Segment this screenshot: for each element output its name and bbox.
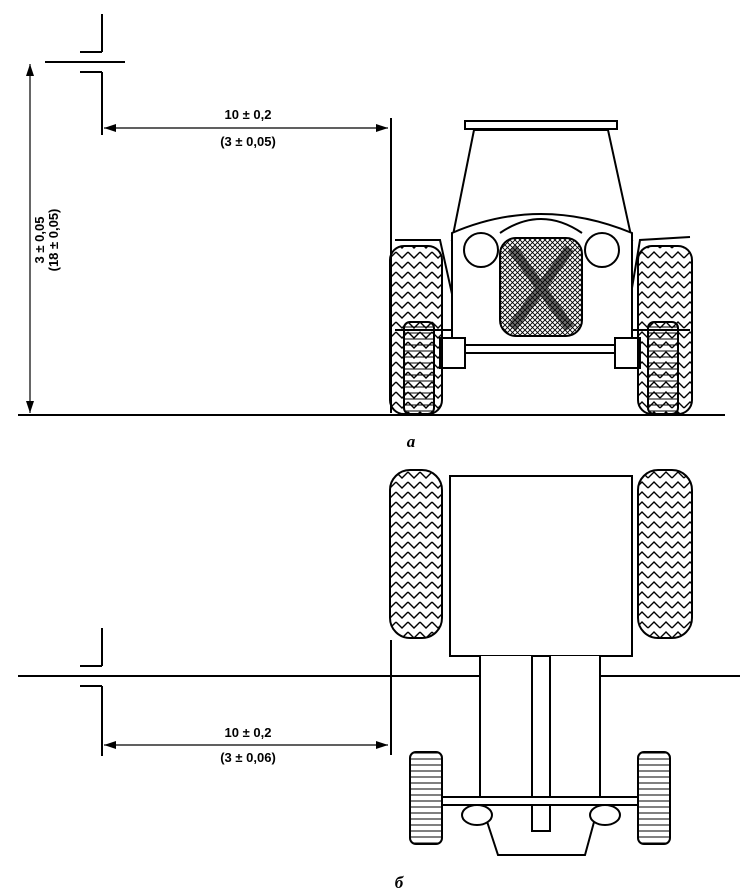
front-view: 3 ± 0,05 (18 ± 0,05) 10 ± 0,2 (3 ± 0,05) (18, 14, 725, 451)
tractor-front-illustration (389, 120, 693, 415)
horizontal-dimension-top: 10 ± 0,2 (3 ± 0,06) (104, 640, 392, 765)
vertical-dim-alt: (18 ± 0,05) (46, 209, 61, 272)
front-dim-alt: (3 ± 0,05) (220, 134, 276, 149)
top-dim-alt: (3 ± 0,06) (220, 750, 276, 765)
caption-b: б (395, 873, 405, 892)
front-tyre-left (403, 321, 435, 415)
rear-tyre-top-right (637, 469, 693, 639)
rear-tyre-top-left (389, 469, 443, 639)
top-view: 10 ± 0,2 (3 ± 0,06) б (18, 469, 740, 892)
tractor-top-illustration (389, 469, 693, 856)
caption-a: a (407, 432, 416, 451)
front-tyre-right (647, 321, 679, 415)
front-tyre-top-left (409, 751, 443, 845)
vertical-dimension: 3 ± 0,05 (18 ± 0,05) (26, 64, 61, 413)
front-tyre-top-right (637, 751, 671, 845)
vertical-dim-value: 3 ± 0,05 (32, 217, 47, 264)
front-dim-value: 10 ± 0,2 (225, 107, 272, 122)
impact-plane-marker (45, 14, 125, 135)
horizontal-dimension-front: 10 ± 0,2 (3 ± 0,05) (104, 107, 392, 413)
top-dim-value: 10 ± 0,2 (225, 725, 272, 740)
impact-plane-marker-top (80, 628, 103, 756)
